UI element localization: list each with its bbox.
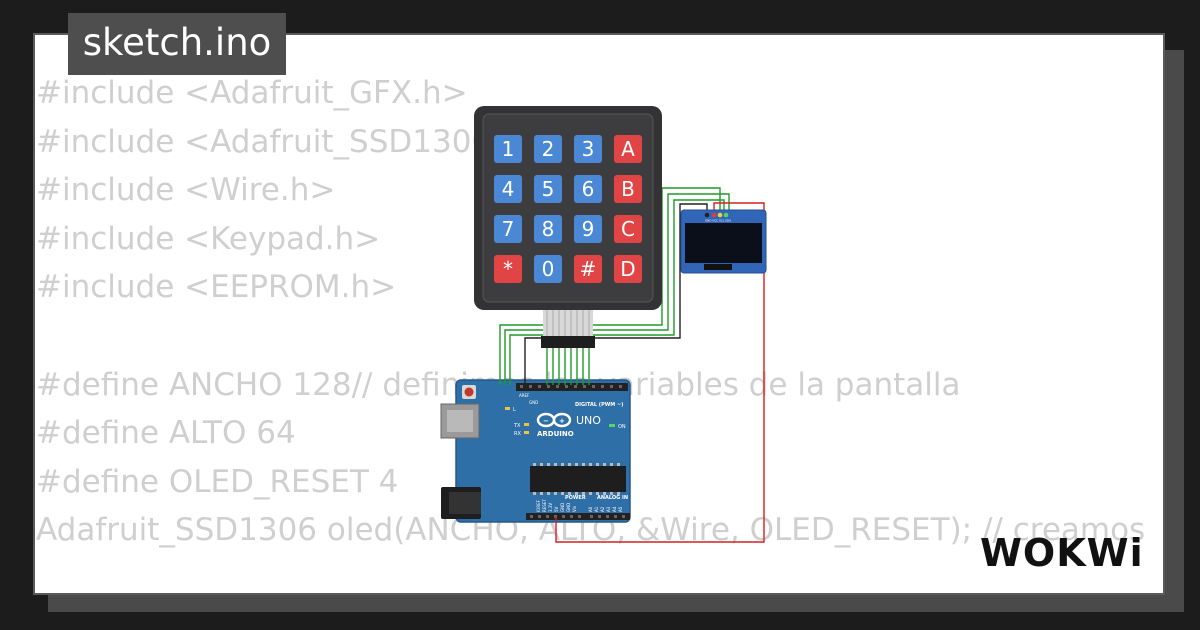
keypad-key-label: 6 bbox=[582, 177, 595, 201]
power-label: POWER bbox=[565, 495, 586, 501]
gnd-label: GND bbox=[529, 400, 538, 405]
keypad-key-5[interactable]: 5 bbox=[534, 175, 562, 203]
wires bbox=[499, 187, 765, 543]
keypad-key-label: 9 bbox=[582, 217, 595, 241]
code-line: #include <Adafruit_GFX.h> bbox=[36, 75, 468, 111]
keypad-connector bbox=[541, 336, 595, 348]
code-line: #define OLED_RESET 4 bbox=[36, 463, 399, 500]
keypad-key-label: 8 bbox=[542, 217, 555, 241]
keypad-key-label: * bbox=[503, 257, 513, 281]
code-line: Adafruit_SSD1306 oled(ANCHO, ALTO, &Wire… bbox=[36, 512, 1146, 549]
on-label: ON bbox=[618, 424, 626, 430]
keypad-key-4[interactable]: 4 bbox=[494, 175, 522, 203]
keypad-key-1[interactable]: 1 bbox=[494, 135, 522, 163]
code-line: #define ANCHO 128// definimos las variab… bbox=[36, 366, 961, 403]
keypad-key-label: 0 bbox=[542, 257, 555, 281]
code-line: #include <Wire.h> bbox=[36, 172, 336, 209]
keypad-key-label: C bbox=[621, 217, 635, 241]
arduino-uno-board[interactable]: AREF GND DIGITAL (PWM ~) L TX RX ON − + … bbox=[440, 379, 631, 523]
keypad-key-#[interactable]: # bbox=[574, 255, 602, 283]
power-pin-label: 3.3V bbox=[548, 503, 553, 512]
arduino-logo-icon bbox=[536, 412, 572, 428]
arduino-brand: ARDUINO bbox=[537, 430, 574, 438]
keypad-key-label: 4 bbox=[502, 177, 515, 201]
keypad-key-label: D bbox=[620, 257, 635, 281]
l-label: L bbox=[513, 407, 516, 413]
keypad-key-*[interactable]: * bbox=[494, 255, 522, 283]
analog-pin-label: A5 bbox=[618, 506, 623, 512]
tx-label: TX bbox=[513, 423, 521, 429]
power-pin-label: GND bbox=[560, 503, 565, 512]
digital-label: DIGITAL (PWM ~) bbox=[575, 402, 623, 408]
keypad-key-D[interactable]: D bbox=[614, 255, 642, 283]
digital-header bbox=[516, 383, 628, 391]
code-line: #include <EEPROM.h> bbox=[36, 269, 397, 306]
oled-pin-labels: GND VCC SCL SDA bbox=[705, 219, 731, 223]
svg-text:−: − bbox=[543, 417, 549, 425]
analog-pin-label: A4 bbox=[612, 506, 617, 512]
keypad-key-label: 1 bbox=[502, 137, 515, 161]
keypad-key-9[interactable]: 9 bbox=[574, 215, 602, 243]
keypad-key-label: 7 bbox=[502, 217, 515, 241]
keypad-key-3[interactable]: 3 bbox=[574, 135, 602, 163]
keypad-key-6[interactable]: 6 bbox=[574, 175, 602, 203]
analog-label: ANALOG IN bbox=[597, 495, 628, 501]
keypad-key-8[interactable]: 8 bbox=[534, 215, 562, 243]
keypad-key-A[interactable]: A bbox=[614, 135, 642, 163]
analog-pin-label: A3 bbox=[606, 506, 611, 512]
wokwi-logo: WOKWi bbox=[980, 531, 1144, 574]
arduino-model: UNO bbox=[576, 414, 601, 427]
keypad-key-label: 5 bbox=[542, 177, 555, 201]
power-pin-label: Vin bbox=[572, 505, 577, 512]
keypad-key-0[interactable]: 0 bbox=[534, 255, 562, 283]
analog-pin-label: A1 bbox=[594, 506, 599, 512]
keypad-4x4[interactable]: 1 2 3 A 4 5 6 B 7 8 9 C * 0 # D bbox=[474, 106, 662, 348]
oled-screen bbox=[685, 223, 762, 263]
file-name-tab: sketch.ino bbox=[68, 13, 286, 75]
wokwi-logo-text: WOKWi bbox=[980, 531, 1144, 574]
keypad-key-C[interactable]: C bbox=[614, 215, 642, 243]
keypad-key-label: A bbox=[621, 137, 635, 161]
keypad-key-label: # bbox=[580, 257, 597, 281]
analog-pin-label: A0 bbox=[588, 506, 593, 512]
keypad-key-B[interactable]: B bbox=[614, 175, 642, 203]
keypad-key-7[interactable]: 7 bbox=[494, 215, 522, 243]
keypad-key-2[interactable]: 2 bbox=[534, 135, 562, 163]
keypad-key-label: 3 bbox=[582, 137, 595, 161]
power-pin-label: IOREF bbox=[536, 499, 541, 512]
microcontroller-chip bbox=[530, 466, 626, 492]
code-preview: #include <Adafruit_GFX.h> #include <Adaf… bbox=[36, 70, 1145, 556]
oled-display[interactable]: GND VCC SCL SDA bbox=[680, 209, 767, 274]
code-line: #include <Keypad.h> bbox=[36, 220, 381, 257]
svg-text:+: + bbox=[559, 417, 565, 425]
analog-pin-label: A2 bbox=[600, 506, 605, 512]
keypad-key-label: B bbox=[621, 177, 635, 201]
code-line: #define ALTO 64 bbox=[36, 415, 296, 452]
power-pin-label: RESET bbox=[542, 499, 547, 512]
keypad-ribbon bbox=[543, 310, 593, 336]
svg-text:AREF: AREF bbox=[519, 393, 530, 398]
power-pin-label: GND bbox=[566, 503, 571, 512]
keypad-key-label: 2 bbox=[542, 137, 555, 161]
power-pin-label: 5V bbox=[554, 506, 559, 512]
rx-label: RX bbox=[514, 431, 521, 437]
